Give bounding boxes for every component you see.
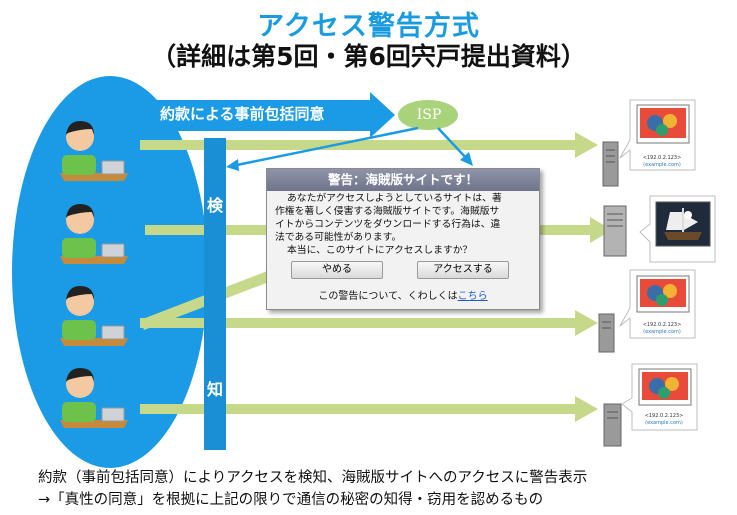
access-arrow-1: [140, 132, 598, 158]
site-ip-1: <192.0.2.123>: [642, 155, 682, 161]
warning-dialog: 警告：海賊版サイトです！ あなたがアクセスしようとしているサイトは、著 作権を著…: [266, 168, 540, 310]
isp-arrows: [226, 126, 473, 171]
server-2: [603, 205, 627, 257]
dialog-body-line-2: 作権を著しく侵害する海賊版サイトです。海賊版サ: [275, 206, 500, 217]
dialog-body-line-3: イトからコンテンツをダウンロードする行為は、違: [275, 219, 501, 230]
details-link[interactable]: こちら: [457, 291, 488, 302]
dialog-body: あなたがアクセスしようとしているサイトは、著 作権を著しく侵害する海賊版サイトで…: [275, 192, 533, 257]
access-arrow-4: [140, 396, 598, 422]
consent-label: 約款による事前包括同意: [160, 105, 325, 123]
consent-arrow: [150, 92, 395, 138]
detect-label-bottom: 知: [206, 380, 223, 399]
server-4: [603, 403, 622, 447]
dialog-body-line-1: あなたがアクセスしようとしているサイトは、著: [287, 193, 502, 204]
detect-label-top: 検: [206, 196, 223, 215]
pirate-site-bubble: [639, 195, 716, 263]
site-ip-3: <192.0.2.123>: [644, 413, 684, 419]
isp-label: ISP: [416, 107, 442, 123]
dialog-footer-text: この警告について、くわしくは: [318, 291, 458, 302]
site-bubble-2: [619, 269, 696, 339]
dialog-footer: この警告について、くわしくはこちら: [267, 287, 539, 302]
user-4: [60, 368, 128, 428]
server-1: [602, 141, 619, 187]
summary-line-2: →「真性の同意」を根拠に上記の限りで通信の秘密の知得・窃用を認めるもの: [38, 492, 544, 508]
site-ip-2: <192.0.2.123>: [642, 322, 682, 328]
server-3: [598, 313, 615, 353]
dialog-title: 警告：海賊版サイトです！: [267, 169, 539, 191]
site-domain-2: (example.com): [643, 329, 681, 335]
detection-bar: [204, 138, 226, 450]
summary-line-1: 約款（事前包括同意）によりアクセスを検知、海賊版サイトへのアクセスに警告表示: [38, 470, 588, 486]
site-domain-1: (example.com): [643, 162, 681, 168]
cancel-button[interactable]: やめる: [291, 261, 383, 279]
dialog-body-line-5: 本当に、このサイトにアクセスしますか？: [287, 245, 473, 256]
user-3: [60, 286, 128, 346]
page-title: アクセス警告方式: [257, 11, 480, 42]
dialog-body-line-4: 法である可能性があります。: [275, 232, 402, 243]
user-1: [60, 121, 128, 181]
site-domain-3: (example.com): [645, 420, 683, 426]
access-arrow-3: [140, 310, 598, 336]
site-bubble-3: [621, 363, 698, 431]
users: [60, 121, 128, 428]
isp-oval: [398, 100, 458, 130]
access-button[interactable]: アクセスする: [417, 261, 509, 279]
page-subtitle: （詳細は第5回・第6回宍戸提出資料）: [151, 42, 586, 71]
user-2: [60, 204, 128, 264]
site-bubble-1: [619, 99, 696, 171]
servers: [598, 99, 716, 447]
